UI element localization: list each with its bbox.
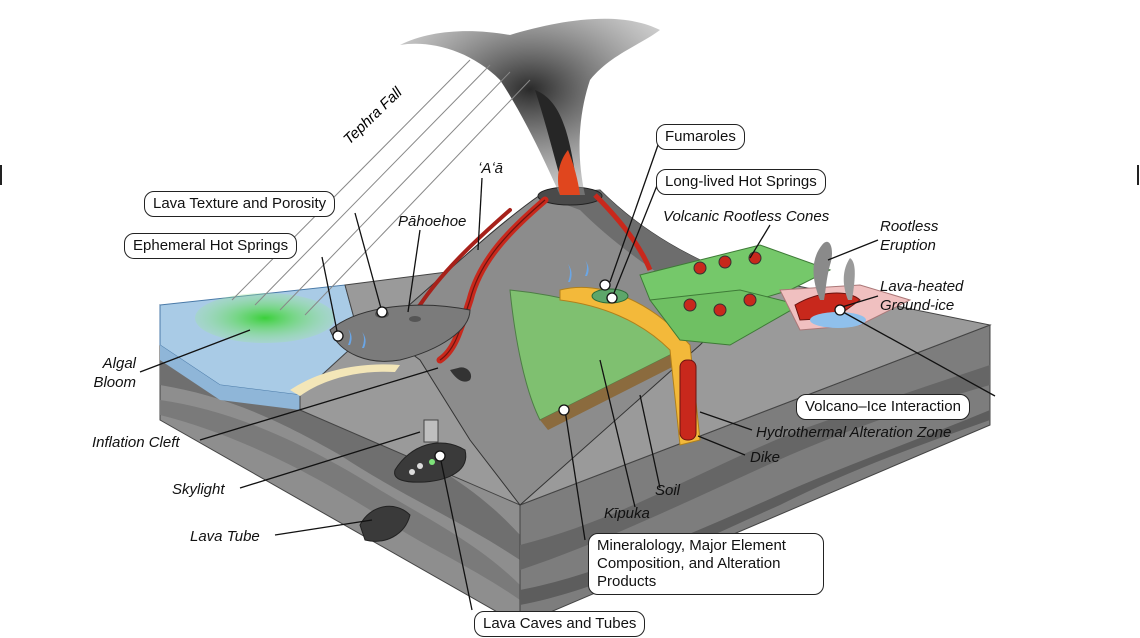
lava-tube-section [359, 505, 411, 542]
aa-lava-flow-edge [439, 199, 546, 361]
label-rootless-eruption-1: Rootless [880, 218, 939, 235]
rootless-cone-6 [743, 293, 757, 307]
dike [679, 359, 697, 441]
box-volcano-ice-interaction: Volcano–Ice Interaction [796, 394, 970, 420]
front-strata-2 [160, 400, 520, 600]
inflation-cleft [450, 367, 472, 382]
label-hydrothermal-alteration-zone: Hydrothermal Alteration Zone [756, 424, 952, 441]
label-dike: Dike [750, 449, 781, 466]
cave-rock [409, 469, 415, 475]
label-soil: Soil [655, 482, 681, 499]
lava-fountain [557, 150, 580, 195]
box-mineralology-line-2: Composition, and Alteration [597, 555, 781, 572]
box-ephemeral-hot-springs: Ephemeral Hot Springs [124, 233, 298, 259]
box-lava-caves-and-tubes: Lava Caves and Tubes [474, 611, 646, 637]
label-inflation-cleft: Inflation Cleft [92, 434, 180, 451]
rootless-cone-5 [713, 303, 727, 317]
box-long-lived-hot-springs: Long-lived Hot Springs [656, 169, 826, 195]
shoreline [290, 364, 400, 396]
soil-layer [540, 350, 690, 430]
label-skylight: Skylight [172, 481, 225, 498]
lake-water-front [160, 305, 300, 410]
lava-texture-vesicle-2 [409, 316, 421, 322]
box-fumaroles: Fumaroles [656, 124, 745, 150]
label-algal-bloom-2: Bloom [93, 374, 136, 391]
ephemeral-spring-vent [348, 329, 352, 345]
tephra-line [231, 59, 471, 301]
label-volcanic-rootless-cones: Volcanic Rootless Cones [663, 208, 830, 225]
box-lava-texture-and-porosity: Lava Texture and Porosity [144, 191, 336, 217]
rootless-cone [693, 261, 707, 275]
label-lava-heated-1: Lava-heated [880, 278, 964, 295]
tephra-line-3 [279, 71, 511, 311]
fumarole-vent-2 [585, 260, 589, 276]
fumarole-vent [568, 264, 572, 282]
rootless-eruption-plume [813, 241, 833, 300]
algal-bloom-patch [195, 293, 335, 343]
label-lava-heated-2: Ground-ice [880, 297, 955, 314]
tephra-line-4 [304, 79, 531, 316]
box-mineralology-line-3: Products [597, 573, 657, 590]
right-lava-flow [593, 193, 653, 271]
label-kipuka: Kīpuka [604, 505, 650, 522]
label-pahoehoe: Pāhoehoe [398, 213, 467, 230]
ground-ice-meltwater [810, 312, 866, 328]
skylight-opening [423, 419, 439, 443]
leader-lines [139, 144, 996, 611]
rootless-cone-4 [683, 298, 697, 312]
box-mineralology-line-1: Mineralology, Major Element [597, 537, 786, 554]
label-rootless-eruption-2: Eruption [880, 237, 936, 254]
rootless-eruption-plume-2 [843, 258, 855, 300]
label-algal-bloom-1: Algal [102, 355, 136, 372]
ephemeral-spring-vent-2 [362, 332, 366, 348]
cave-rock-2 [417, 463, 423, 469]
callout-dots [332, 279, 846, 462]
label-aa: ʻAʻā [478, 160, 504, 177]
cave-moss [429, 459, 435, 465]
tephra-line-2 [254, 64, 491, 306]
label-lava-tube: Lava Tube [190, 528, 260, 545]
rootless-cone-2 [718, 255, 732, 269]
box-mineralology: Mineralology, Major Element Composition,… [588, 533, 824, 595]
eruption-plume [400, 18, 660, 195]
rootless-cone-3 [748, 251, 762, 265]
